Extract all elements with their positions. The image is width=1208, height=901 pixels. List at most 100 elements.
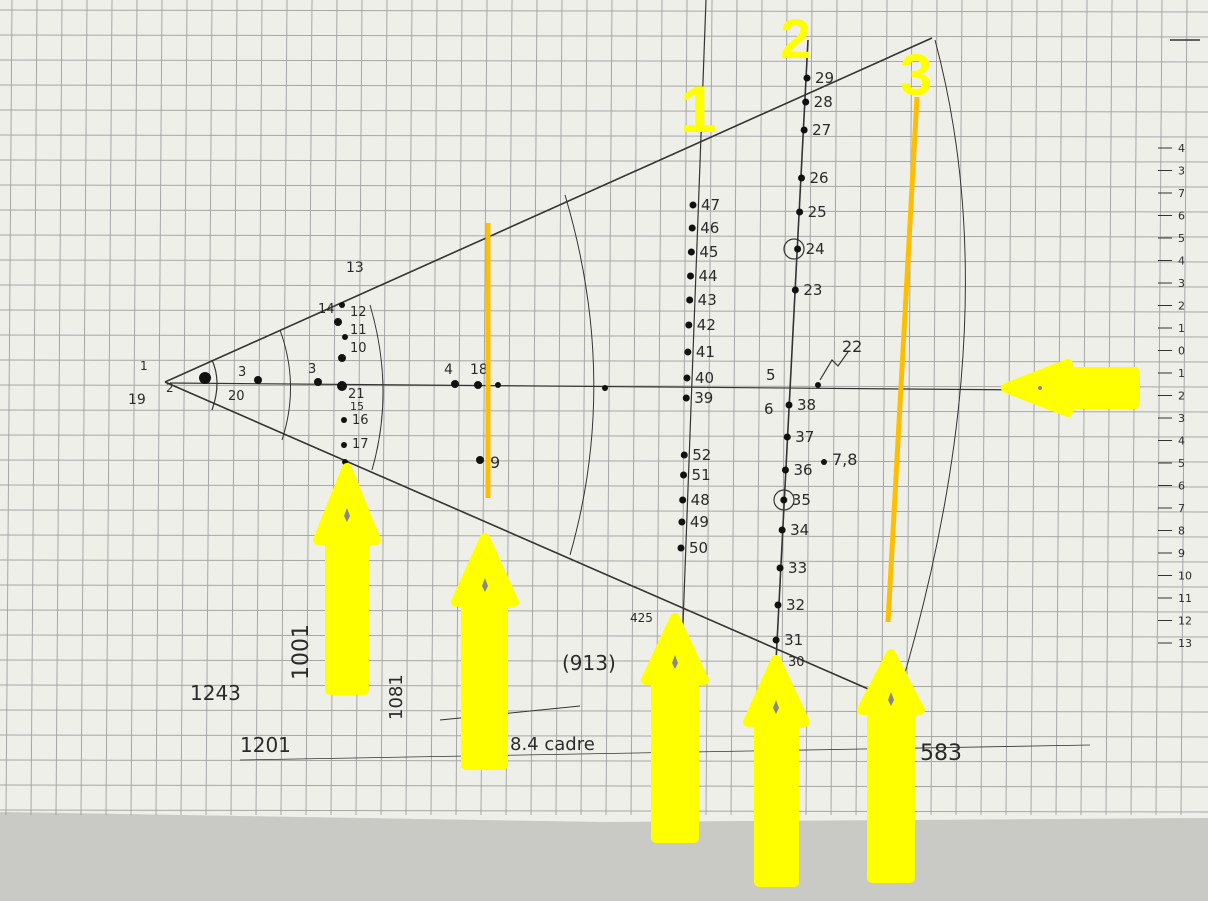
note-10: 10 bbox=[350, 341, 367, 356]
scale-label-13: 4 bbox=[1178, 435, 1185, 448]
scale-label-19: 10 bbox=[1178, 570, 1192, 583]
note-9: 9 bbox=[490, 453, 500, 472]
note-4: 4 bbox=[444, 362, 453, 378]
upper-boundary-line bbox=[164, 37, 933, 383]
line1-label-43: 43 bbox=[698, 291, 717, 309]
arc-small-3 bbox=[211, 359, 218, 411]
arc-913 bbox=[564, 194, 595, 556]
line1-label-46: 46 bbox=[700, 219, 719, 237]
label-line-1: 1 bbox=[680, 72, 717, 146]
line1-dot-39 bbox=[682, 394, 690, 402]
line1-dot-51 bbox=[680, 471, 688, 479]
line2-label-24: 24 bbox=[806, 240, 825, 258]
center-axis bbox=[169, 382, 1031, 391]
line2-dot-34 bbox=[778, 526, 786, 534]
line2-label-33: 33 bbox=[788, 559, 807, 577]
line1-label-51: 51 bbox=[692, 466, 711, 484]
label-line-2: 2 bbox=[780, 7, 811, 70]
line1-dot-52 bbox=[680, 451, 688, 459]
lower-boundary-line bbox=[164, 381, 906, 706]
line1-label-42: 42 bbox=[697, 316, 716, 334]
data-dots bbox=[199, 302, 827, 465]
note-13: 13 bbox=[346, 260, 364, 276]
scale-label-8: 1 bbox=[1178, 322, 1185, 335]
arc-583 bbox=[899, 39, 966, 691]
line2-dot-31 bbox=[772, 636, 780, 644]
line1-dot-46 bbox=[688, 224, 696, 232]
line1-dot-41 bbox=[684, 348, 692, 356]
line2-label-31: 31 bbox=[784, 631, 803, 649]
note-15: 15 bbox=[350, 400, 364, 413]
line2-label-38: 38 bbox=[797, 396, 816, 414]
zigzag-22 bbox=[819, 351, 849, 381]
line1-dot-42 bbox=[685, 321, 693, 329]
line-labels: 1 2 3 bbox=[680, 7, 932, 146]
line2-label-32: 32 bbox=[786, 596, 805, 614]
scale-label-17: 8 bbox=[1178, 525, 1185, 538]
line1-dot-50 bbox=[677, 544, 685, 552]
line2-label-29: 29 bbox=[815, 69, 834, 87]
line2-dot-23 bbox=[791, 286, 799, 294]
note-1001: 1001 bbox=[289, 624, 314, 680]
note-5: 5 bbox=[766, 366, 776, 384]
scale-label-18: 9 bbox=[1178, 547, 1185, 560]
yellow-arrows bbox=[313, 359, 1140, 887]
note-14: 14 bbox=[318, 302, 335, 317]
arc-small-2 bbox=[279, 329, 292, 441]
note-12: 12 bbox=[350, 305, 367, 320]
line1-label-41: 41 bbox=[696, 343, 715, 361]
note-11: 11 bbox=[350, 323, 367, 338]
orange-marker-lines bbox=[485, 96, 920, 623]
note-20: 20 bbox=[228, 389, 245, 404]
line2-dot-38 bbox=[785, 401, 793, 409]
handwritten-labels: 1243 1201 1001 1081 (913) 583 8.4 cadre … bbox=[128, 260, 962, 766]
line1-label-50: 50 bbox=[689, 539, 708, 557]
line2-dot-24 bbox=[794, 245, 802, 253]
scale-label-4: 5 bbox=[1178, 232, 1185, 245]
line-1-dots bbox=[677, 201, 697, 552]
line2-dot-37 bbox=[783, 433, 791, 441]
line1-dot-40 bbox=[683, 374, 691, 382]
line1-dot-43 bbox=[686, 296, 694, 304]
line2-dot-26 bbox=[798, 174, 805, 182]
line2-dot-27 bbox=[800, 126, 808, 134]
line2-dot-36 bbox=[781, 466, 789, 474]
note-425: 425 bbox=[630, 611, 653, 625]
line2-label-26: 26 bbox=[810, 169, 829, 187]
line2-dot-25 bbox=[796, 208, 804, 216]
note-2: 2 bbox=[166, 381, 174, 395]
scale-label-7: 2 bbox=[1178, 300, 1185, 313]
note-583: 583 bbox=[920, 741, 962, 766]
paper-shadow bbox=[0, 812, 1208, 901]
note-1201: 1201 bbox=[240, 733, 291, 757]
scale-label-20: 11 bbox=[1178, 592, 1192, 605]
scale-label-11: 2 bbox=[1178, 390, 1185, 403]
line2-label-27: 27 bbox=[812, 121, 831, 139]
scale-label-0: 4 bbox=[1178, 142, 1185, 155]
note-1081: 1081 bbox=[386, 674, 407, 720]
line2-label-23: 23 bbox=[803, 281, 822, 299]
note-913: (913) bbox=[562, 651, 616, 675]
up-arrow-5 bbox=[857, 649, 925, 883]
orange-line-3 bbox=[885, 96, 920, 623]
scale-label-14: 5 bbox=[1178, 457, 1185, 470]
line1-label-45: 45 bbox=[699, 243, 718, 261]
scale-label-1: 3 bbox=[1178, 165, 1185, 178]
note-22: 22 bbox=[842, 337, 862, 356]
line-2-dots bbox=[772, 74, 811, 644]
up-arrow-1 bbox=[313, 463, 381, 695]
note-78: 7,8 bbox=[832, 450, 857, 469]
scale-label-9: 0 bbox=[1178, 345, 1185, 358]
line2-label-37: 37 bbox=[795, 428, 814, 446]
scale-label-5: 4 bbox=[1178, 255, 1185, 268]
line1-label-47: 47 bbox=[701, 196, 720, 214]
paper-sheet bbox=[0, 0, 1208, 825]
scale-label-12: 3 bbox=[1178, 412, 1185, 425]
line1-label-40: 40 bbox=[695, 369, 714, 387]
note-1: 1 bbox=[140, 359, 148, 373]
line2-label-34: 34 bbox=[790, 521, 809, 539]
